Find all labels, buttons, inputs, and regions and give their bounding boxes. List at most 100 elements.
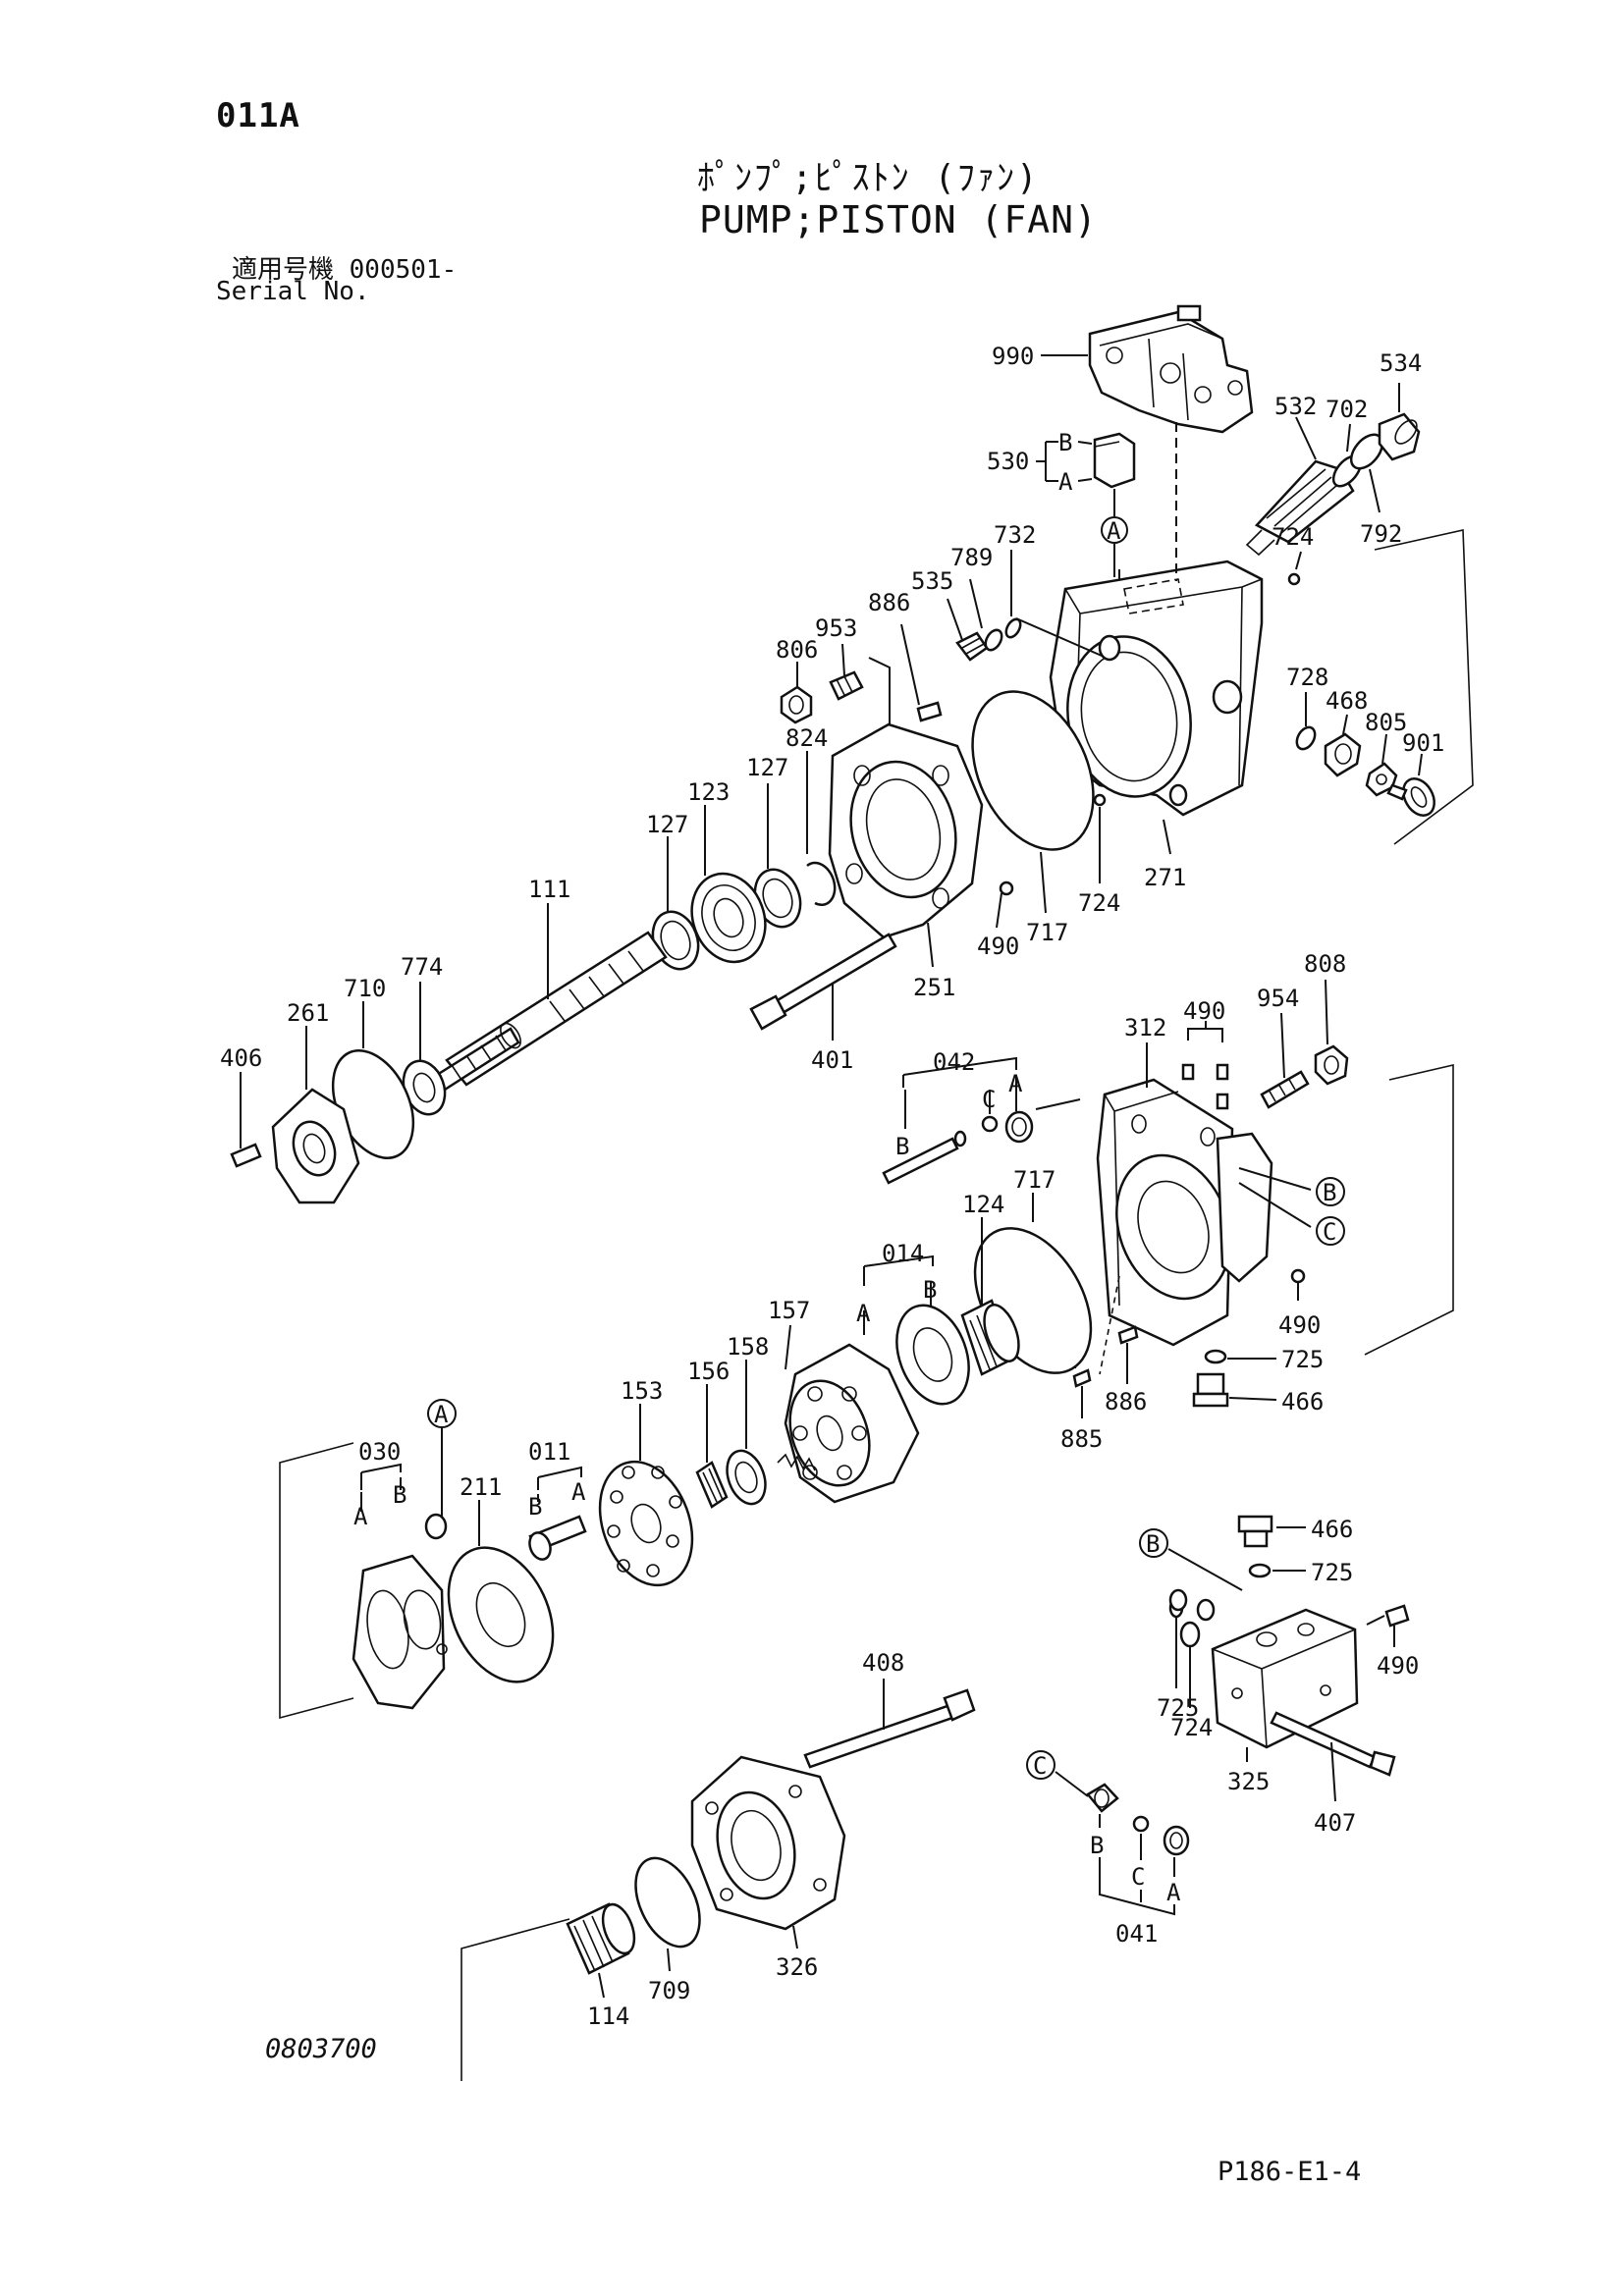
label-014-a: A <box>856 1300 871 1327</box>
part-124-bearing <box>960 1299 1020 1376</box>
part-490-plug-block <box>1384 1604 1410 1628</box>
part-466-plug-lower <box>1237 1515 1273 1548</box>
part-312-valve-block <box>1096 1078 1273 1347</box>
label-792: 792 <box>1360 520 1402 548</box>
label-724-lower: 724 <box>1170 1714 1213 1741</box>
callout-b-lower: B <box>1146 1530 1160 1558</box>
part-724-oring-top <box>1287 572 1301 586</box>
part-789-ring <box>984 628 1003 652</box>
label-407: 407 <box>1314 1809 1356 1837</box>
part-954-setscrew <box>1260 1070 1310 1109</box>
part-041-ball <box>1132 1815 1150 1833</box>
label-806: 806 <box>776 636 818 664</box>
part-407-bolt <box>1270 1711 1396 1777</box>
serial-no-label: Serial No. <box>216 277 370 306</box>
part-158-ring <box>726 1449 767 1506</box>
part-953-setscrew <box>829 670 864 701</box>
label-532: 532 <box>1274 393 1317 420</box>
label-725-lower: 725 <box>1311 1559 1353 1586</box>
part-725-oring-lower <box>1248 1563 1272 1578</box>
callout-a-left: A <box>434 1401 449 1428</box>
label-041-c: C <box>1131 1863 1145 1891</box>
label-490-block: 490 <box>1377 1652 1419 1680</box>
label-468: 468 <box>1326 687 1368 715</box>
label-271: 271 <box>1144 864 1186 891</box>
label-123: 123 <box>687 778 730 806</box>
part-728-oring <box>1295 725 1317 751</box>
label-326: 326 <box>776 1953 818 1981</box>
part-030-bushing <box>424 1513 448 1540</box>
label-710: 710 <box>344 975 386 1002</box>
label-158: 158 <box>727 1333 769 1361</box>
label-724-mid: 724 <box>1078 889 1120 917</box>
label-042: 042 <box>933 1048 975 1076</box>
label-954: 954 <box>1257 985 1299 1012</box>
part-901-eyebolt <box>1386 777 1435 817</box>
label-824: 824 <box>785 724 828 752</box>
label-490-top: 490 <box>977 933 1019 960</box>
part-717-oring-mid <box>973 1227 1093 1374</box>
part-042-pin <box>882 1130 967 1185</box>
label-725-mid: 725 <box>1281 1346 1324 1373</box>
part-011-piston <box>528 1515 587 1561</box>
callout-a-top: A <box>1107 517 1121 545</box>
label-490-group: 490 <box>1183 997 1225 1025</box>
label-030-a: A <box>353 1503 368 1530</box>
label-808: 808 <box>1304 950 1346 978</box>
part-030-swash-plate <box>352 1554 448 1710</box>
part-709-oring <box>634 1856 701 1949</box>
label-251: 251 <box>913 974 955 1001</box>
part-490-plug-lower <box>1290 1268 1306 1284</box>
label-041-a: A <box>1166 1879 1181 1906</box>
label-466-lower: 466 <box>1311 1516 1353 1543</box>
part-041-bushing <box>1163 1825 1190 1856</box>
part-406-bolt <box>230 1143 262 1168</box>
part-724-oring-mid <box>1093 793 1107 807</box>
part-535-plug <box>955 631 989 662</box>
part-808-nut <box>1314 1044 1349 1086</box>
part-468-plug <box>1324 732 1362 777</box>
part-490-plug-top <box>999 881 1014 896</box>
title-japanese: ﾎﾟﾝﾌﾟ;ﾋﾟｽﾄﾝ (ﾌｧﾝ) <box>697 158 1040 198</box>
part-990-regulator <box>1088 304 1254 434</box>
label-530: 530 <box>987 448 1029 475</box>
label-885: 885 <box>1060 1425 1103 1453</box>
label-886-lower: 886 <box>1105 1388 1147 1415</box>
label-211: 211 <box>460 1473 502 1501</box>
label-011-b: B <box>528 1493 542 1521</box>
serial-applicable-label: 適用号機 000501- <box>232 255 458 285</box>
label-114: 114 <box>587 2002 629 2030</box>
label-042-c: C <box>982 1086 996 1113</box>
part-111-shaft <box>435 931 668 1092</box>
part-725-oring-mid <box>1204 1349 1227 1364</box>
part-490-plugs-group <box>1181 1063 1229 1110</box>
part-724-orings-lower <box>1168 1588 1216 1648</box>
page-reference: P186-E1-4 <box>1218 2157 1362 2187</box>
label-466-mid: 466 <box>1281 1388 1324 1415</box>
label-805: 805 <box>1365 709 1407 736</box>
label-406: 406 <box>220 1044 262 1072</box>
part-530-block <box>1093 432 1136 489</box>
label-724-top: 724 <box>1272 523 1314 551</box>
label-042-b: B <box>895 1133 909 1160</box>
part-717-oring-top <box>971 690 1095 851</box>
part-401-bolt <box>749 933 897 1031</box>
callout-c-right: C <box>1323 1218 1336 1246</box>
label-014-b: B <box>923 1276 937 1304</box>
label-702: 702 <box>1326 396 1368 423</box>
part-153-plate <box>598 1460 694 1587</box>
label-401: 401 <box>811 1046 853 1074</box>
label-111: 111 <box>528 876 570 903</box>
part-885-pin <box>1072 1368 1092 1388</box>
label-886-top: 886 <box>868 589 910 616</box>
label-490-lower: 490 <box>1278 1311 1321 1339</box>
label-041-b: B <box>1090 1832 1104 1859</box>
label-127-right: 127 <box>746 754 788 781</box>
callout-b-right: B <box>1323 1179 1336 1206</box>
label-732: 732 <box>994 521 1036 549</box>
page-code: 011A <box>216 96 300 135</box>
label-124: 124 <box>962 1191 1004 1218</box>
part-cylinder-block <box>784 1343 920 1504</box>
label-534: 534 <box>1380 349 1422 377</box>
part-251-front-cover <box>828 722 984 939</box>
